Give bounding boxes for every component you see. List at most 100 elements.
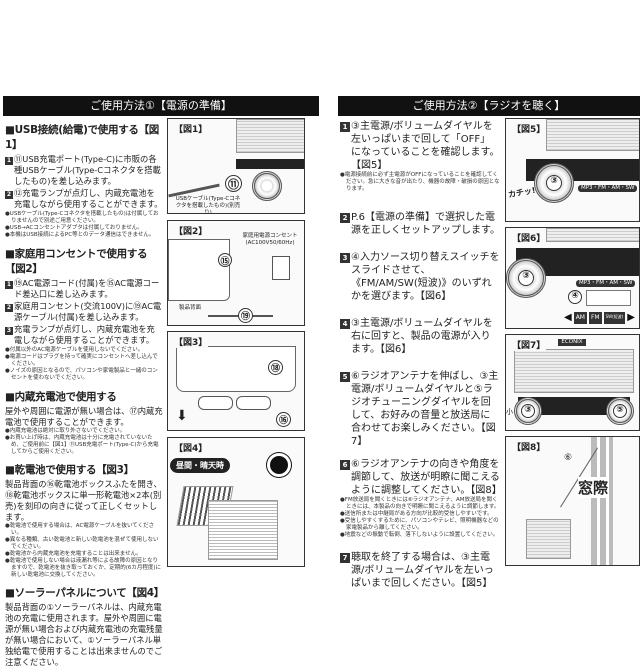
step-text: 聴取を終了する場合は、③主電源/ボリュームダイヤルを左いっぱいまで回しください。… [351, 552, 494, 589]
figure-label: 【図4】 [173, 441, 209, 454]
antenna-callout: ⑥ [564, 453, 573, 463]
figure-label: 【図1】 [173, 122, 209, 135]
figure-5: 【図5】 ③ カチッ! MP3・FM・AM・SW [505, 118, 640, 222]
left-section-header: ご使用方法①【電源の準備】 [3, 96, 319, 116]
note: ●異なる種類、古い乾電池と新しい乾電池を混ぜて使用しないでください。 [5, 537, 159, 550]
note: ●受信しやすくするために、パソコンやテレビ、照明機器などの家電製品から離してくだ… [340, 518, 499, 531]
callout-16: ⑯ [276, 412, 291, 427]
radio-band [236, 159, 304, 169]
product-back-label: 製品背面 [178, 305, 201, 311]
figure-label: 【図8】 [511, 440, 547, 453]
figure-7: 【図7】 ECONIX ③ 小 大 ⑤ [505, 334, 640, 431]
step-text: ④入力ソース切り替えスイッチをスライドさせて、《FM/AM/SW(短波)》のいず… [351, 252, 500, 302]
fm-label: FM [588, 312, 602, 324]
note: ●USB→ACコンセントアダプタは付属しておりません。 [5, 225, 143, 231]
figure-label: 【図5】 [511, 122, 547, 135]
note: ●内蔵充電池は絶対に取り外さないでください。 [5, 428, 126, 434]
step-text: ⑥ラジオアンテナの向きや角度を調節して、放送が明瞭に聞こえるように調整してくださ… [351, 459, 502, 496]
daytime-badge: 昼間・晴天時 [170, 458, 230, 473]
callout-5: ⑤ [613, 404, 627, 418]
click-label: カチッ! [507, 185, 537, 200]
outlet-label: 家庭用電源コンセント(AC100V50/60Hz) [242, 233, 298, 246]
band-label: MP3・FM・AM・SW [576, 280, 636, 287]
step-text: ③主電源/ボリュームダイヤルを右に回すと、製品の電源が入ります。【図6】 [351, 318, 493, 355]
figure-1: 【図1】 ⑪ USBケーブル(Type-Cコネクタを搭載したもの)(別売り) [167, 118, 305, 214]
callout-3: ③ [521, 404, 535, 418]
radio-grille [546, 119, 639, 151]
radio-grille [546, 228, 639, 242]
source-selector: ◀ AM FM SW(短波) ▶ [564, 312, 635, 324]
step-text: ⑥ラジオアンテナを伸ばし、③主電源/ボリュームダイヤルと⑤ラジオチューニングダイ… [351, 371, 499, 447]
note: ●付属以外のAC電源ケーブルを使用しないでください。 [5, 347, 144, 353]
ac-heading: ■家庭用コンセントで使用する【図2】 [5, 248, 148, 275]
dial-icon [252, 171, 282, 201]
radio-body [208, 500, 278, 560]
figure-label: 【図3】 [173, 335, 209, 348]
small-label: 小 [506, 408, 513, 416]
note: ●USBケーブル(Type-Cコネクタを搭載したもの)は付属しておりませんので別… [5, 211, 159, 224]
note: ●電源コードはプラグを持って確実にコンセントへ差し込んでください。 [5, 354, 158, 367]
arrow-right-icon: ▶ [627, 312, 635, 323]
source-switch [586, 290, 631, 306]
battery-body: 製品背面の⑯乾電池ボックスふたを開き、⑱乾電池ボックスに単一形乾電池×2本(別売… [5, 479, 162, 522]
figure-label: 【図7】 [511, 338, 547, 351]
figure-label: 【図2】 [173, 224, 209, 237]
callout-3: ③ [546, 175, 562, 191]
brand-logo: ECONIX [558, 339, 586, 346]
step-text: ⑲AC電源コード(付属)を⑮AC電源コード差込口に差し込みます。 [14, 278, 160, 299]
figure-2: 【図2】 ⑮ 家庭用電源コンセント(AC100V50/60Hz) ⑲ 製品背面 [167, 220, 305, 326]
window-frame [591, 437, 613, 565]
callout-4: ④ [568, 290, 582, 304]
band-label: MP3・FM・AM・SW [578, 185, 638, 192]
solar-body: 製品背面の①ソーラーパネルは、内蔵充電池の充電に使用されます。屋外や周囲に電源が… [5, 602, 163, 667]
note: ●FM放送局を聞くときには⑥ラジオアンテナ、AM放送局を聞くときには、本製品の向… [340, 497, 500, 510]
down-arrow-icon: ⬇ [176, 408, 188, 424]
frequency-scale [518, 397, 630, 415]
note: ●お買い上げ時は、内蔵充電池は十分に充電されていないため、ご使用前に【図1】⑪U… [5, 435, 159, 455]
figure-8: 【図8】 ⑥ 窓際 [505, 436, 640, 566]
radio-grille [236, 119, 304, 153]
tuning-dial-icon [606, 397, 634, 425]
note: ●地震などの振動で転倒、落下しないように設置してください。 [340, 532, 499, 538]
product-back [168, 239, 230, 301]
internal-body: 屋外や周囲に電源が無い場合は、⑰内蔵充電池で使用することができます。 [5, 406, 163, 427]
sun-icon [270, 456, 288, 474]
note: ●送信所または中継局がある方向が比較的受信しやすいです。 [340, 511, 493, 517]
radio-body [526, 519, 571, 559]
callout-19: ⑲ [238, 308, 253, 323]
internal-heading: ■内蔵充電池で使用する [5, 391, 117, 403]
arrow-left-icon: ◀ [564, 312, 572, 323]
battery-icon [198, 396, 233, 410]
step-text: P.6【電源の準備】で選択した電源を正しくセットアップします。 [351, 212, 500, 236]
figure-caption: USBケーブル(Type-Cコネクタを搭載したもの)(別売り) [175, 196, 241, 214]
battery-icon [236, 396, 271, 410]
window-label: 窓際 [578, 477, 609, 498]
sw-label: SW(短波) [603, 312, 626, 324]
note: ●本機はUSB接続によるPC等とのデータ通信はできません。 [5, 232, 155, 238]
figure-4: 【図4】 昼間・晴天時 [167, 437, 305, 567]
step-text: ⑪USB充電ポート(Type-C)に市販の各種USBケーブル(Type-Cコネク… [14, 154, 161, 186]
note: ●乾電池で使用しない場合は液漏れ等による故障の原因となりますので、乾電池を抜き取… [5, 558, 162, 578]
large-label: 大 [543, 408, 550, 416]
solar-heading: ■ソーラーパネルについて【図4】 [5, 587, 165, 599]
callout-15: ⑮ [218, 253, 232, 267]
note: ●ノイズの原因となるので、パソコンや家電製品と一緒のコンセントを使わないでくださ… [5, 368, 158, 381]
right-section-header: ご使用方法②【ラジオを聴く】 [338, 96, 640, 116]
callout-18: ⑱ [268, 360, 283, 375]
callout-3: ③ [518, 270, 534, 286]
step-text: ③主電源/ボリュームダイヤルを左いっぱいまで回して「OFF」になっていることを確… [351, 121, 500, 171]
battery-heading: ■乾電池で使用する【図3】 [5, 464, 134, 476]
usb-heading: ■USB接続(給電)で使用する【図1】 [5, 124, 160, 151]
